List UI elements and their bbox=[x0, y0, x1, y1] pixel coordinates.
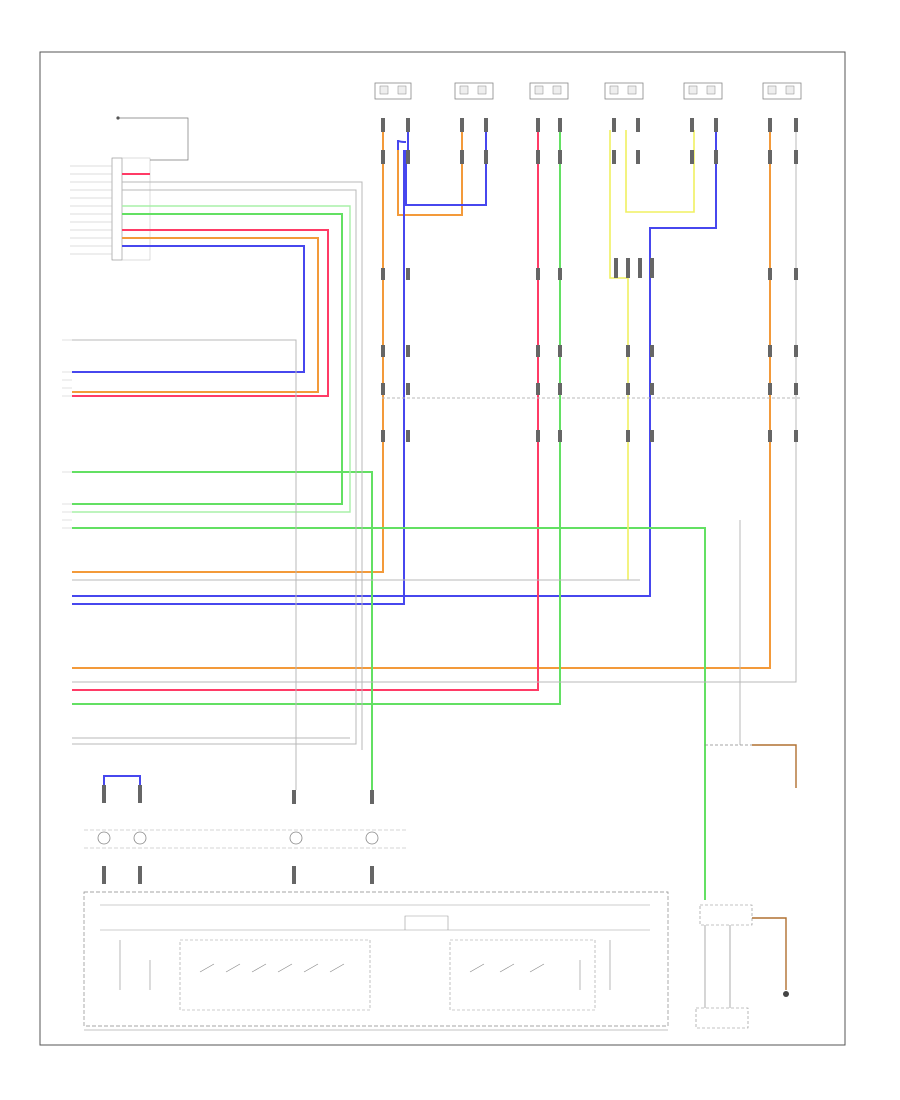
speaker-front-left-door bbox=[454, 82, 494, 100]
speaker-front-left-tweeter bbox=[374, 82, 412, 100]
wire-yellow bbox=[609, 130, 695, 580]
wire-gray bbox=[72, 130, 800, 790]
wire-blue bbox=[72, 122, 717, 605]
wire-brown bbox=[752, 744, 797, 990]
wire-light-green bbox=[72, 205, 351, 513]
speaker-right-rear bbox=[762, 82, 802, 100]
connector-pin-lines bbox=[70, 165, 112, 255]
audio-unit-connector bbox=[111, 116, 189, 261]
speaker-left-rear bbox=[529, 82, 569, 100]
diagram-border bbox=[39, 51, 846, 1046]
speaker-front-right-tweeter bbox=[604, 82, 644, 100]
inline-connectors bbox=[381, 118, 798, 442]
ecm-connector bbox=[695, 744, 789, 1029]
speaker-front-right-door bbox=[683, 82, 723, 100]
left-connector-group-1 bbox=[62, 339, 72, 397]
wire-orange bbox=[72, 120, 771, 669]
wire-red bbox=[72, 130, 539, 691]
wire-green bbox=[72, 130, 706, 900]
left-connector-group-2 bbox=[62, 471, 72, 529]
steering-wheel-switch-box bbox=[83, 891, 669, 1031]
steering-switch-connectors bbox=[84, 775, 408, 884]
